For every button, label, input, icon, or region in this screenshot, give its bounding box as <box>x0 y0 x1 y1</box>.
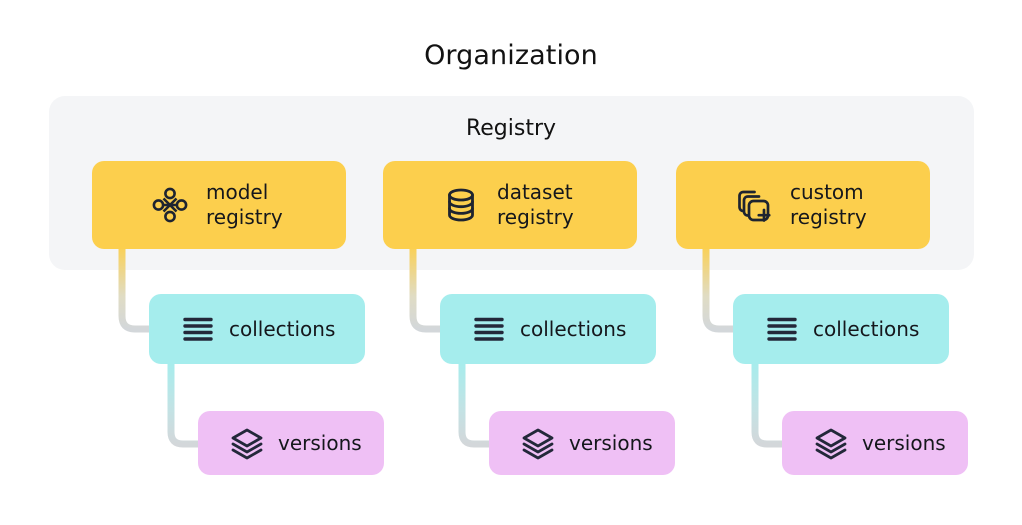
card-versions-3[interactable]: versions <box>782 411 968 475</box>
list-lines-icon <box>472 312 506 346</box>
stacked-layers-icon <box>521 426 555 460</box>
card-label: custom registry <box>790 180 867 229</box>
stacked-layers-icon <box>814 426 848 460</box>
node-graph-icon <box>150 185 190 225</box>
registry-panel-title: Registry <box>465 116 557 141</box>
card-label: collections <box>813 316 920 341</box>
card-versions-1[interactable]: versions <box>198 411 384 475</box>
organization-title: Organization <box>424 40 598 71</box>
card-collections-2[interactable]: collections <box>440 294 656 364</box>
database-cylinder-icon <box>441 185 481 225</box>
stacked-squares-plus-icon <box>734 185 774 225</box>
card-custom-registry[interactable]: custom registry <box>676 161 930 249</box>
card-label: dataset registry <box>497 180 574 229</box>
stacked-layers-icon <box>230 426 264 460</box>
card-dataset-registry[interactable]: dataset registry <box>383 161 637 249</box>
list-lines-icon <box>765 312 799 346</box>
card-label: versions <box>569 430 653 455</box>
card-collections-1[interactable]: collections <box>149 294 365 364</box>
card-label: model registry <box>206 180 283 229</box>
card-model-registry[interactable]: model registry <box>92 161 346 249</box>
card-label: versions <box>862 430 946 455</box>
card-label: versions <box>278 430 362 455</box>
card-versions-2[interactable]: versions <box>489 411 675 475</box>
list-lines-icon <box>181 312 215 346</box>
card-label: collections <box>520 316 627 341</box>
card-label: collections <box>229 316 336 341</box>
card-collections-3[interactable]: collections <box>733 294 949 364</box>
